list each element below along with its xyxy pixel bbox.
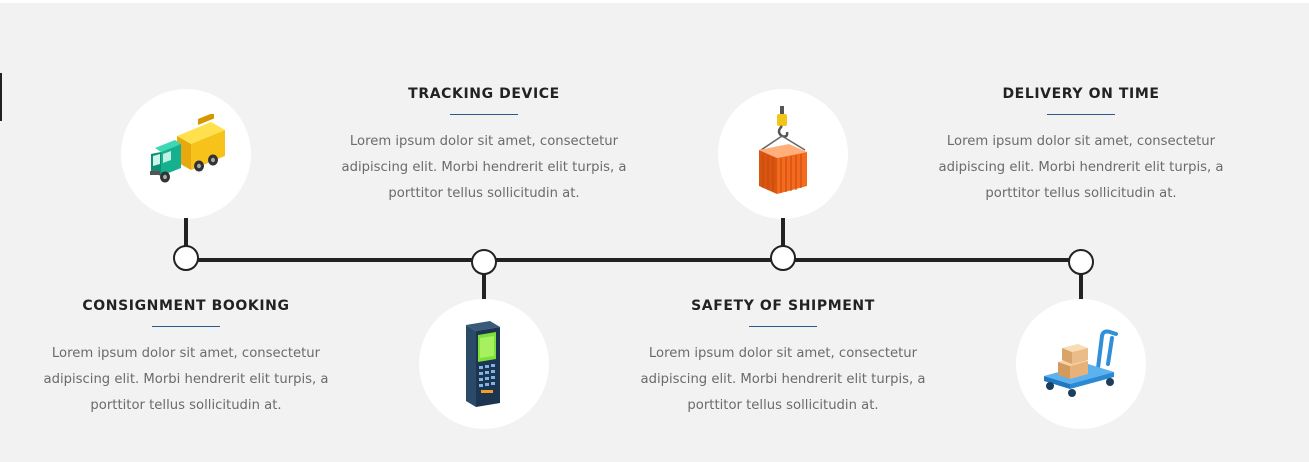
step-title: CONSIGNMENT BOOKING: [82, 298, 290, 314]
step-title: DELIVERY ON TIME: [1002, 86, 1160, 102]
timeline-node-2: [471, 249, 497, 275]
title-underline: [749, 326, 817, 327]
title-underline: [152, 326, 220, 327]
step-safety-of-shipment: SAFETY OF SHIPMENT Lorem ipsum dolor sit…: [638, 297, 928, 419]
step-delivery-on-time: DELIVERY ON TIME Lorem ipsum dolor sit a…: [936, 85, 1226, 207]
step-title: SAFETY OF SHIPMENT: [691, 298, 875, 314]
title-underline: [450, 114, 518, 115]
step-consignment-booking: CONSIGNMENT BOOKING Lorem ipsum dolor si…: [41, 297, 331, 419]
timeline-section: CONSIGNMENT BOOKING Lorem ipsum dolor si…: [0, 3, 1309, 462]
step-description: Lorem ipsum dolor sit amet, consectetur …: [640, 346, 926, 413]
timeline-stem-3: [781, 218, 785, 248]
delivery-truck-icon: [121, 89, 251, 219]
timeline-stem-1: [184, 218, 188, 248]
timeline-line: [186, 258, 1081, 262]
timeline-stem-2: [482, 274, 486, 300]
step-description: Lorem ipsum dolor sit amet, consectetur …: [43, 346, 329, 413]
timeline-node-3: [770, 245, 796, 271]
step-description: Lorem ipsum dolor sit amet, consectetur …: [938, 134, 1224, 201]
handheld-scanner-icon: [419, 299, 549, 429]
timeline-stem-4: [1079, 274, 1083, 300]
hand-cart-boxes-icon: [1016, 299, 1146, 429]
step-description: Lorem ipsum dolor sit amet, consectetur …: [341, 134, 627, 201]
title-underline: [1047, 114, 1115, 115]
timeline-node-1: [173, 245, 199, 271]
timeline-node-4: [1068, 249, 1094, 275]
step-title: TRACKING DEVICE: [408, 86, 560, 102]
left-edge-marker: [0, 73, 2, 121]
step-tracking-device: TRACKING DEVICE Lorem ipsum dolor sit am…: [339, 85, 629, 207]
crane-container-icon: [718, 89, 848, 219]
